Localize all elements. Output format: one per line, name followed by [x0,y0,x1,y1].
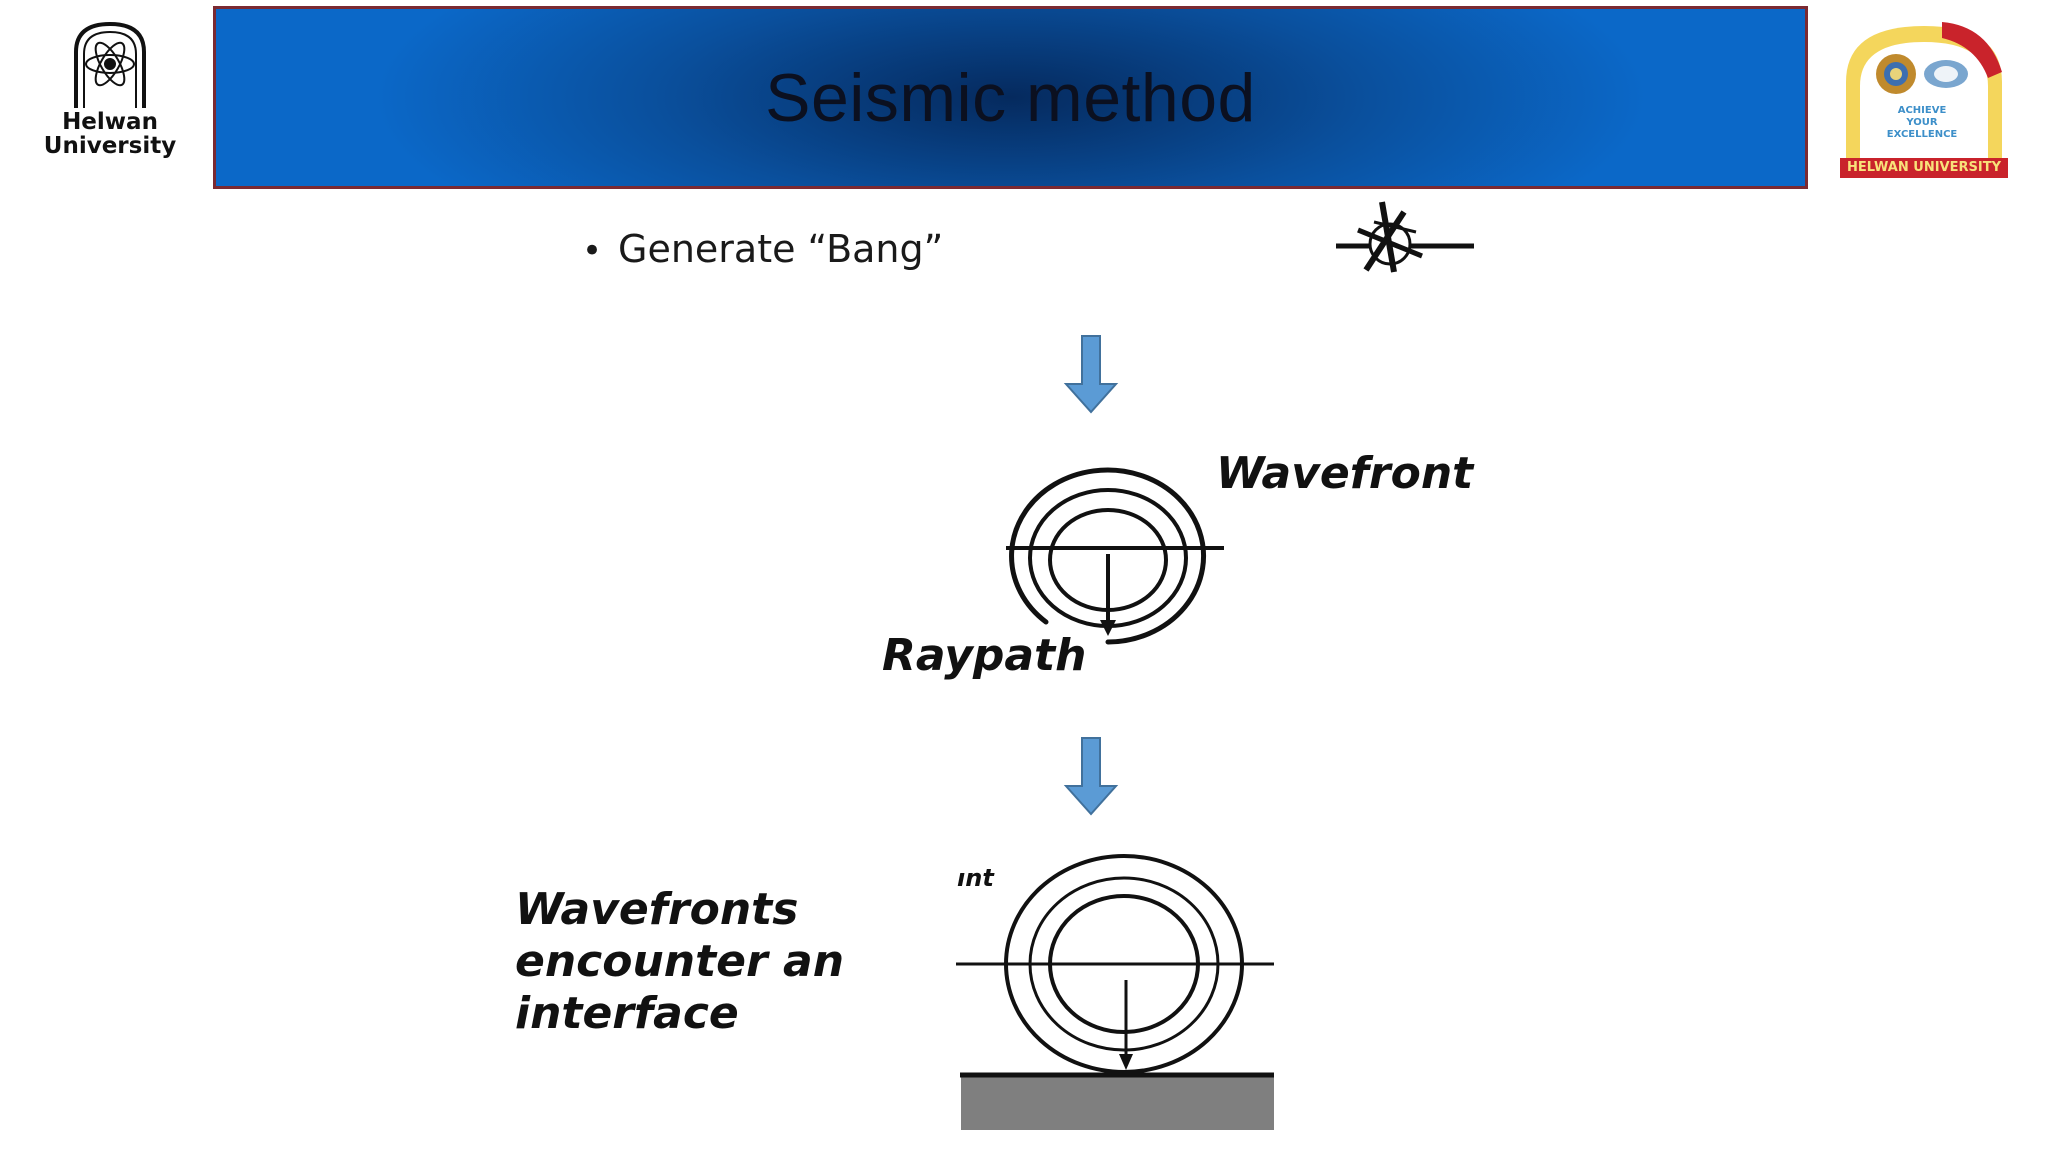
atom-emblem-icon [74,21,146,108]
motto: ACHIEVE YOUR EXCELLENCE [1872,105,1972,141]
society-logo: ACHIEVE YOUR EXCELLENCE HELWAN UNIVERSIT… [1838,12,2010,180]
motto-line2: YOUR [1906,117,1938,128]
society-badge-icon [1846,22,2002,162]
society-logo-footer: HELWAN UNIVERSITY [1840,158,2008,178]
helwan-university-logo: Helwan University [30,20,190,170]
explosion-bang-icon [1336,201,1474,273]
university-name: Helwan University [30,110,190,158]
wavefront-label: Wavefront [1216,448,1474,499]
down-arrow-icon [1063,737,1119,816]
interface-caption: Wavefronts encounter an interface [515,884,844,1040]
wavefront-diagram [1006,467,1224,645]
motto-line1: ACHIEVE [1897,105,1947,116]
interface-caption-line3: interface [515,988,739,1039]
interface-diagram [956,854,1274,1130]
slide-title: Seismic method [765,59,1256,136]
raypath-label: Raypath [882,630,1087,681]
bullet-dot: • [582,231,603,271]
interface-caption-line1: Wavefronts [515,884,799,935]
university-name-line1: Helwan [62,109,158,135]
bullet-generate-bang: • Generate “Bang” [582,222,943,276]
down-arrow-icon [1063,335,1119,414]
interface-caption-line2: encounter an [515,936,845,987]
bullet-text: Generate “Bang” [618,227,944,271]
cropped-wavefront-label: ınt [957,864,994,892]
title-banner: Seismic method [213,6,1808,189]
motto-line3: EXCELLENCE [1886,129,1958,140]
university-name-line2: University [43,133,177,159]
